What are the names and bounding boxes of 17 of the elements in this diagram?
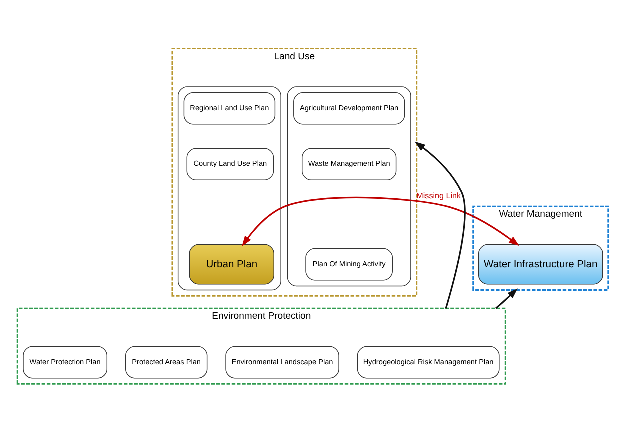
node-box: Waste Management Plan — [302, 148, 397, 181]
node-box: County Land Use Plan — [186, 148, 274, 181]
arrow — [242, 196, 520, 247]
node-box: Water Infrastructure Plan — [478, 244, 604, 285]
node-box: Hydrogeological Risk Management Plan — [357, 346, 500, 379]
node-box: Plan Of Mining Activity — [306, 248, 393, 281]
node-box: Water Protection Plan — [23, 346, 108, 379]
node-box: Agricultural Development Plan — [294, 92, 406, 125]
edge-label: Missing Link — [416, 191, 462, 200]
node-box: Protected Areas Plan — [126, 346, 208, 379]
arrow — [495, 288, 518, 310]
node-box: Regional Land Use Plan — [184, 92, 276, 125]
node-box: Urban Plan — [189, 244, 274, 285]
arrow — [414, 142, 466, 309]
cluster — [287, 86, 412, 287]
cluster — [178, 86, 282, 291]
node-box: Environmental Landscape Plan — [226, 346, 340, 379]
